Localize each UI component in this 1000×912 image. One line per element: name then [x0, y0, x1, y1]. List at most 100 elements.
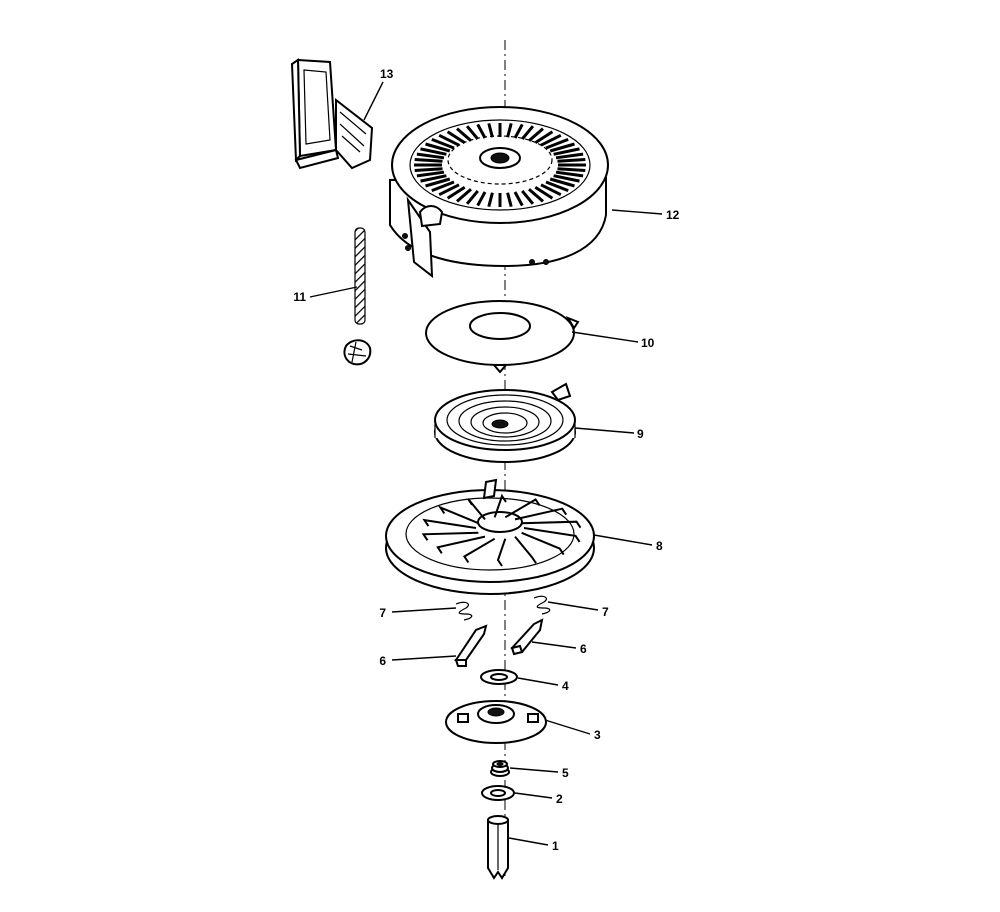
housing-vent-slot: [414, 158, 443, 163]
part-5-spring: [490, 760, 510, 777]
housing-vent-slot: [425, 177, 451, 188]
housing-vent-slot: [545, 180, 569, 192]
pulley-vane: [436, 535, 486, 554]
part-3-retainer: [445, 700, 547, 744]
part-1-pin: [487, 815, 509, 880]
leader-8: [593, 534, 653, 546]
callout-4: 4: [562, 679, 569, 693]
leader-5: [509, 767, 559, 773]
housing-vent-slot: [549, 177, 575, 188]
leader-7b: [547, 601, 599, 611]
part-9-rewind-spring: [434, 382, 576, 463]
housing-vent-slot: [553, 147, 580, 156]
callout-7-right: 7: [602, 605, 609, 619]
housing-vent-slot: [555, 152, 584, 160]
callout-11: 12: [666, 208, 680, 222]
part-7-spring-left: [455, 601, 473, 621]
pulley-vane: [514, 535, 537, 564]
callout-12: 11: [293, 290, 306, 304]
leader-2: [514, 792, 553, 799]
housing-vent-slot: [521, 125, 535, 141]
housing-vent-slot: [521, 189, 535, 205]
housing-vent-slot: [487, 123, 494, 138]
housing-vent-slot: [438, 183, 460, 197]
part-6-pawl-left: [454, 624, 488, 667]
leader-10: [571, 331, 639, 343]
callout-8: 8: [656, 539, 663, 553]
leader-3: [544, 719, 591, 735]
part-13-starter-handle: [290, 58, 374, 170]
housing-vent-slot: [425, 142, 451, 153]
housing-vent-slot: [456, 188, 472, 203]
housing-vent-slot: [534, 130, 554, 145]
callout-10: 10: [641, 336, 655, 350]
callout-3: 3: [594, 728, 601, 742]
housing-vent-slot: [476, 123, 487, 139]
pulley-vane: [514, 507, 568, 521]
leader-6a: [391, 655, 457, 661]
housing-vent-slot: [414, 167, 443, 172]
housing-vent-slot: [540, 133, 562, 147]
pulley-vane: [437, 505, 479, 525]
leader-7a: [391, 607, 457, 613]
callout-labels: 13 12 11 10 9 8 7 7 6 6 4 3 5 2 1: [293, 67, 679, 853]
housing-vent-slot: [420, 174, 447, 183]
pulley-vane: [493, 493, 507, 518]
housing-vent-slot: [555, 170, 584, 178]
part-11-starter-housing: [389, 106, 609, 279]
pulley-vane: [496, 538, 507, 567]
housing-vent-slot: [545, 138, 569, 150]
part-10-plate: [425, 300, 580, 374]
pulley-vane: [462, 537, 496, 564]
leader-11: [611, 209, 663, 215]
callout-2: 2: [556, 792, 563, 806]
pulley-vane: [422, 518, 477, 529]
leader-lines: [309, 81, 663, 846]
housing-vent-slot: [557, 167, 586, 172]
housing-vent-slot: [420, 147, 447, 156]
pulley-vane: [467, 498, 486, 521]
pulley-vane: [521, 531, 565, 556]
callout-9: 9: [637, 427, 644, 441]
callout-6-right: 6: [580, 642, 587, 656]
housing-vent-slot: [416, 170, 445, 178]
leader-6b: [531, 641, 577, 649]
callout-6-left: 6: [379, 654, 386, 668]
part-2-washer: [481, 785, 515, 801]
housing-vent-slot: [446, 130, 466, 145]
housing-vent-slot: [549, 142, 575, 153]
housing-vent-slot: [456, 127, 472, 142]
leader-13: [363, 81, 384, 121]
leader-1: [508, 837, 549, 846]
leader-4: [517, 677, 559, 686]
housing-vent-slot: [540, 183, 562, 197]
housing-vent-slot: [534, 185, 554, 200]
housing-vent-slot: [513, 123, 524, 139]
pulley-vane: [523, 527, 581, 543]
pulley-vane: [521, 520, 582, 529]
part-6-pawl-right: [510, 618, 544, 656]
housing-vent-slot: [465, 125, 479, 141]
housing-vent-slot: [506, 123, 513, 138]
housing-vent-slot: [528, 127, 544, 142]
callout-13: 13: [380, 67, 394, 81]
housing-vent-slot: [438, 133, 460, 147]
housing-vent-slot: [487, 192, 494, 207]
housing-vent-slot: [431, 138, 455, 150]
leader-12: [309, 286, 358, 298]
callout-7-left: 7: [379, 606, 386, 620]
housing-vent-slot: [553, 174, 580, 183]
housing-vent-slot: [528, 188, 544, 203]
housing-vent-slot: [513, 191, 524, 207]
housing-vent-slot: [476, 191, 487, 207]
housing-vent-slot: [557, 158, 586, 163]
callout-1: 1: [552, 839, 559, 853]
pulley-vane: [504, 498, 541, 519]
housing-vent-slot: [431, 180, 455, 192]
part-8-pulley: [385, 478, 595, 595]
housing-vent-slot: [465, 189, 479, 205]
housing-vent-slot: [446, 185, 466, 200]
part-4-washer: [480, 669, 518, 685]
leader-9: [574, 427, 635, 434]
